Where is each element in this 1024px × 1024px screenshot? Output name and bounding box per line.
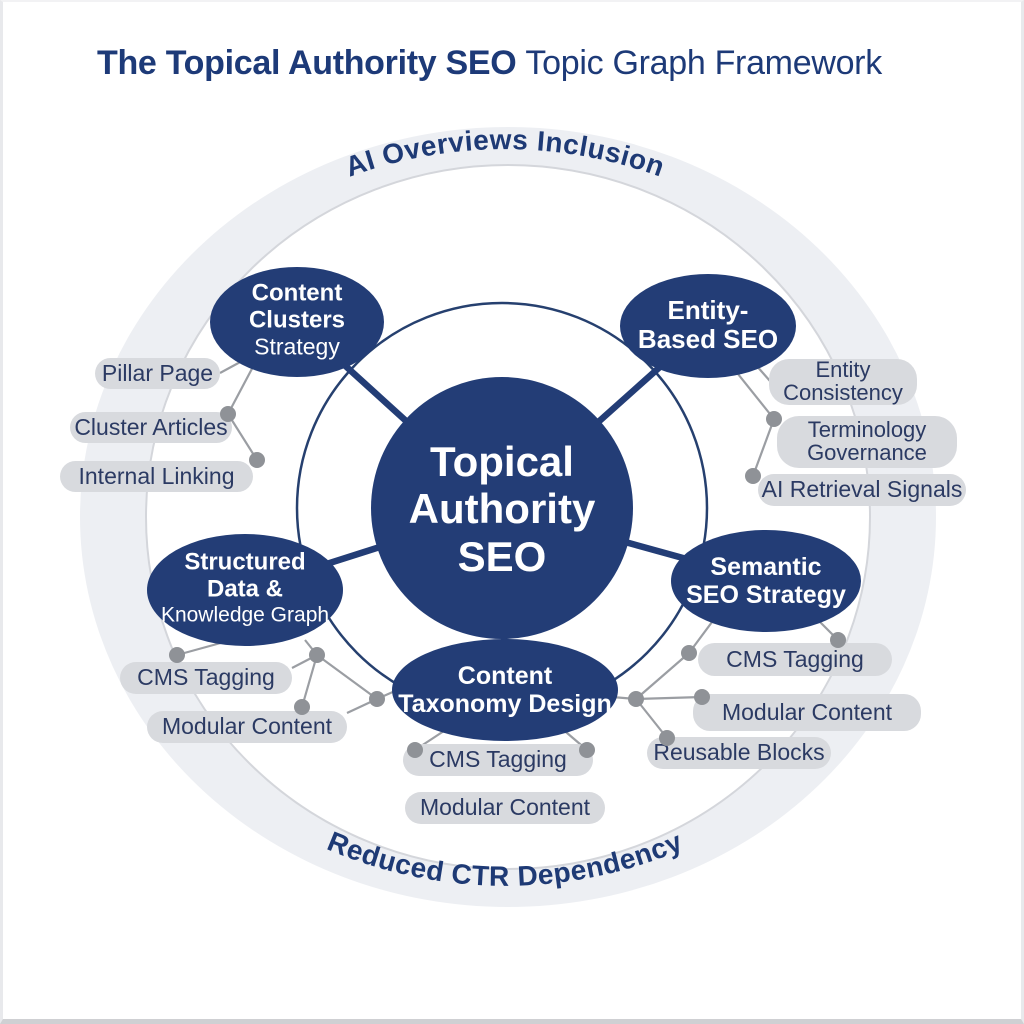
connector-dot	[579, 742, 595, 758]
connector-dot	[407, 742, 423, 758]
node-ellipse-content-clusters	[210, 267, 384, 377]
node-ellipse-entity-based	[620, 274, 796, 378]
node-line: Knowledge Graph	[160, 603, 330, 627]
pill-line: Terminology	[807, 417, 927, 443]
node-ellipse-content-taxonomy	[392, 639, 618, 741]
connector-dot	[659, 730, 675, 746]
relation-line	[227, 362, 256, 415]
page-title-rest: Topic Graph Framework	[525, 44, 882, 82]
central-node-label: Topical Authority SEO	[409, 438, 596, 580]
node-line: Content	[457, 662, 553, 690]
central-node-line1: Topical	[430, 437, 574, 485]
relation-line	[751, 418, 776, 477]
relation-line	[733, 368, 775, 420]
node-line: Strategy	[254, 333, 340, 359]
pill-pillar-page: Pillar Page	[95, 358, 220, 389]
node-line: Structured	[184, 548, 306, 576]
pill-ss-modular-content: Modular Content	[693, 694, 921, 731]
pill-ss-reusable-blocks: Reusable Blocks	[647, 737, 831, 769]
central-node-circle	[371, 377, 633, 639]
node-line: Clusters	[248, 306, 346, 334]
node-line: SEO Strategy	[686, 581, 846, 609]
connector-dot	[745, 468, 761, 484]
connector-dot	[294, 699, 310, 715]
connector-dot	[830, 632, 846, 648]
relation-line	[316, 654, 378, 700]
pill-ai-retrieval-signals: AI Retrieval Signals	[758, 474, 966, 506]
connector-dot	[694, 689, 710, 705]
pill-ss-cms-tagging: CMS Tagging	[698, 643, 892, 676]
pill-sd-cms-tagging: CMS Tagging	[120, 662, 292, 694]
node-line: Based SEO	[637, 324, 779, 354]
pill-cluster-articles: Cluster Articles	[70, 412, 232, 443]
node-line: Data &	[206, 575, 284, 603]
node-line: Entity-	[667, 294, 749, 325]
page-title-emphasis: The Topical Authority SEO	[97, 44, 517, 82]
connector-dot	[249, 452, 265, 468]
relation-line	[635, 695, 703, 701]
pill-line: Entity	[815, 357, 871, 383]
connector-dot	[309, 647, 325, 663]
node-label-content-taxonomy: Content Taxonomy Design	[398, 662, 611, 718]
connector-dot	[369, 691, 385, 707]
central-node-line3: SEO	[457, 532, 547, 580]
node-label-entity-based: Entity- Based SEO	[637, 294, 779, 354]
node-line: Taxonomy Design	[398, 690, 612, 718]
node-line: Semantic	[710, 553, 822, 581]
relation-line	[635, 652, 690, 700]
node-ellipse-semantic-seo	[671, 530, 861, 632]
pill-entity-consistency: Entity Consistency	[769, 357, 917, 405]
pill-ct-modular-content: Modular Content	[405, 792, 605, 824]
connector-dot	[220, 406, 236, 422]
node-line: Content	[251, 279, 343, 307]
pill-internal-linking: Internal Linking	[60, 461, 253, 492]
connector-dot	[681, 645, 697, 661]
central-node-line2: Authority	[408, 485, 596, 533]
pill-terminology-governance: Terminology Governance	[777, 416, 957, 468]
node-label-content-clusters: Content Clusters Strategy	[248, 279, 346, 360]
node-ellipse-structured-data	[147, 534, 343, 646]
node-label-structured-data: Structured Data & Knowledge Graph	[160, 548, 330, 627]
pill-ct-cms-tagging: CMS Tagging	[403, 744, 593, 776]
connector-dot	[628, 691, 644, 707]
pill-sd-modular-content: Modular Content	[147, 711, 347, 743]
relation-line	[300, 654, 319, 708]
pill-line: Governance	[807, 440, 927, 465]
node-label-semantic-seo: Semantic SEO Strategy	[686, 553, 846, 609]
pill-line: Consistency	[783, 380, 903, 405]
connector-dot	[169, 647, 185, 663]
connector-dot	[766, 411, 782, 427]
